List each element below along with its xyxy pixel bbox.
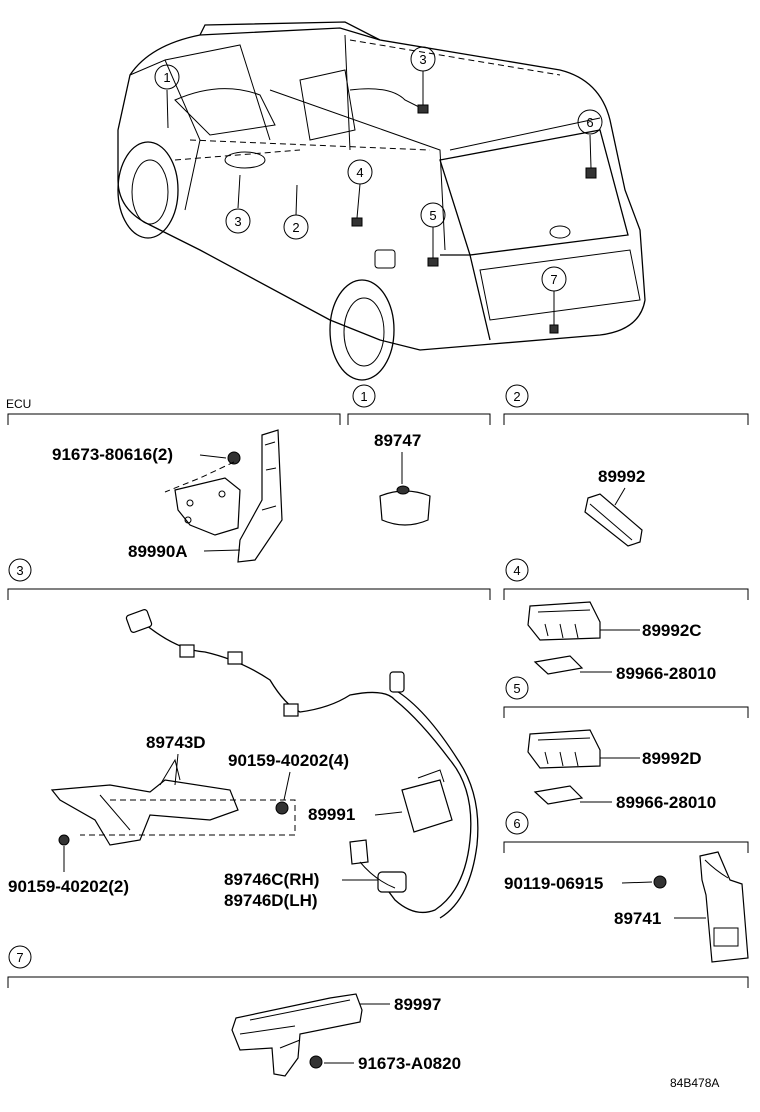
part-label-89991: 89991 [308,805,355,824]
screw-icon-6 [653,875,667,889]
section-ecu: 91673-80616(2) 89990A [52,429,283,563]
section-label-ecu: ECU [6,397,31,411]
callout-2: 2 [283,184,309,240]
section-num-2: 2 [513,389,520,404]
part-label-89966-28010-a: 89966-28010 [616,664,716,683]
part-label-89966-28010-b: 89966-28010 [616,793,716,812]
part-label-89992C: 89992C [642,621,702,640]
part-label-89747: 89747 [374,431,421,450]
callout-7: 7 [541,266,567,325]
part-label-89997: 89997 [394,995,441,1014]
section-7: 89997 91673-A0820 [231,993,461,1077]
part-label-89992D: 89992D [642,749,702,768]
svg-text:3: 3 [234,214,241,229]
section-num-7: 7 [16,950,23,965]
part-label-89741: 89741 [614,909,661,928]
svg-text:6: 6 [586,115,593,130]
section-6: 90119-06915 89741 [504,851,749,963]
screw-icon [275,801,289,815]
part-label-89746D: 89746D(LH) [224,891,318,910]
part-label-89990A: 89990A [128,542,188,561]
svg-text:7: 7 [550,272,557,287]
section-num-4: 4 [513,563,520,578]
section-num-6: 6 [513,816,520,831]
part-label-90159-40202-4: 90159-40202(4) [228,751,349,770]
section-3: 89743D 90159-40202(4) 89991 89746C(RH) 8… [8,609,479,919]
section-num-3: 3 [16,563,23,578]
part-label-89746C: 89746C(RH) [224,870,319,889]
callout-5: 5 [420,202,446,258]
part-label-89743D: 89743D [146,733,206,752]
vehicle-callouts: 1 3 3 2 4 5 6 [154,46,603,325]
figure-code: 84B478A [670,1076,719,1090]
part-label-90159-40202-2: 90159-40202(2) [8,877,129,896]
section-4: 89992C 89966-28010 [527,601,716,683]
part-label-90119-06915: 90119-06915 [504,874,603,893]
section-2: 89992 [584,467,645,547]
part-label-91673-80616: 91673-80616(2) [52,445,173,464]
svg-text:4: 4 [356,165,363,180]
section-num-1: 1 [360,389,367,404]
section-brackets: ECU 1 2 3 4 5 6 7 [6,384,749,988]
svg-text:1: 1 [163,70,170,85]
bolt-icon-7 [309,1055,323,1069]
section-num-5: 5 [513,681,520,696]
callout-3-front: 3 [225,174,251,234]
callout-4: 4 [347,159,373,219]
svg-text:3: 3 [419,52,426,67]
section-5: 89992D 89966-28010 [527,729,716,812]
section-1: 89747 [374,431,431,526]
part-label-91673-A0820: 91673-A0820 [358,1054,461,1073]
callout-3-roof: 3 [410,46,436,105]
callout-1: 1 [154,64,180,129]
svg-text:5: 5 [429,208,436,223]
part-label-89992: 89992 [598,467,645,486]
bolt-icon [227,451,241,465]
svg-text:2: 2 [292,220,299,235]
vehicle-illustration [117,21,646,381]
callout-6: 6 [577,109,603,169]
